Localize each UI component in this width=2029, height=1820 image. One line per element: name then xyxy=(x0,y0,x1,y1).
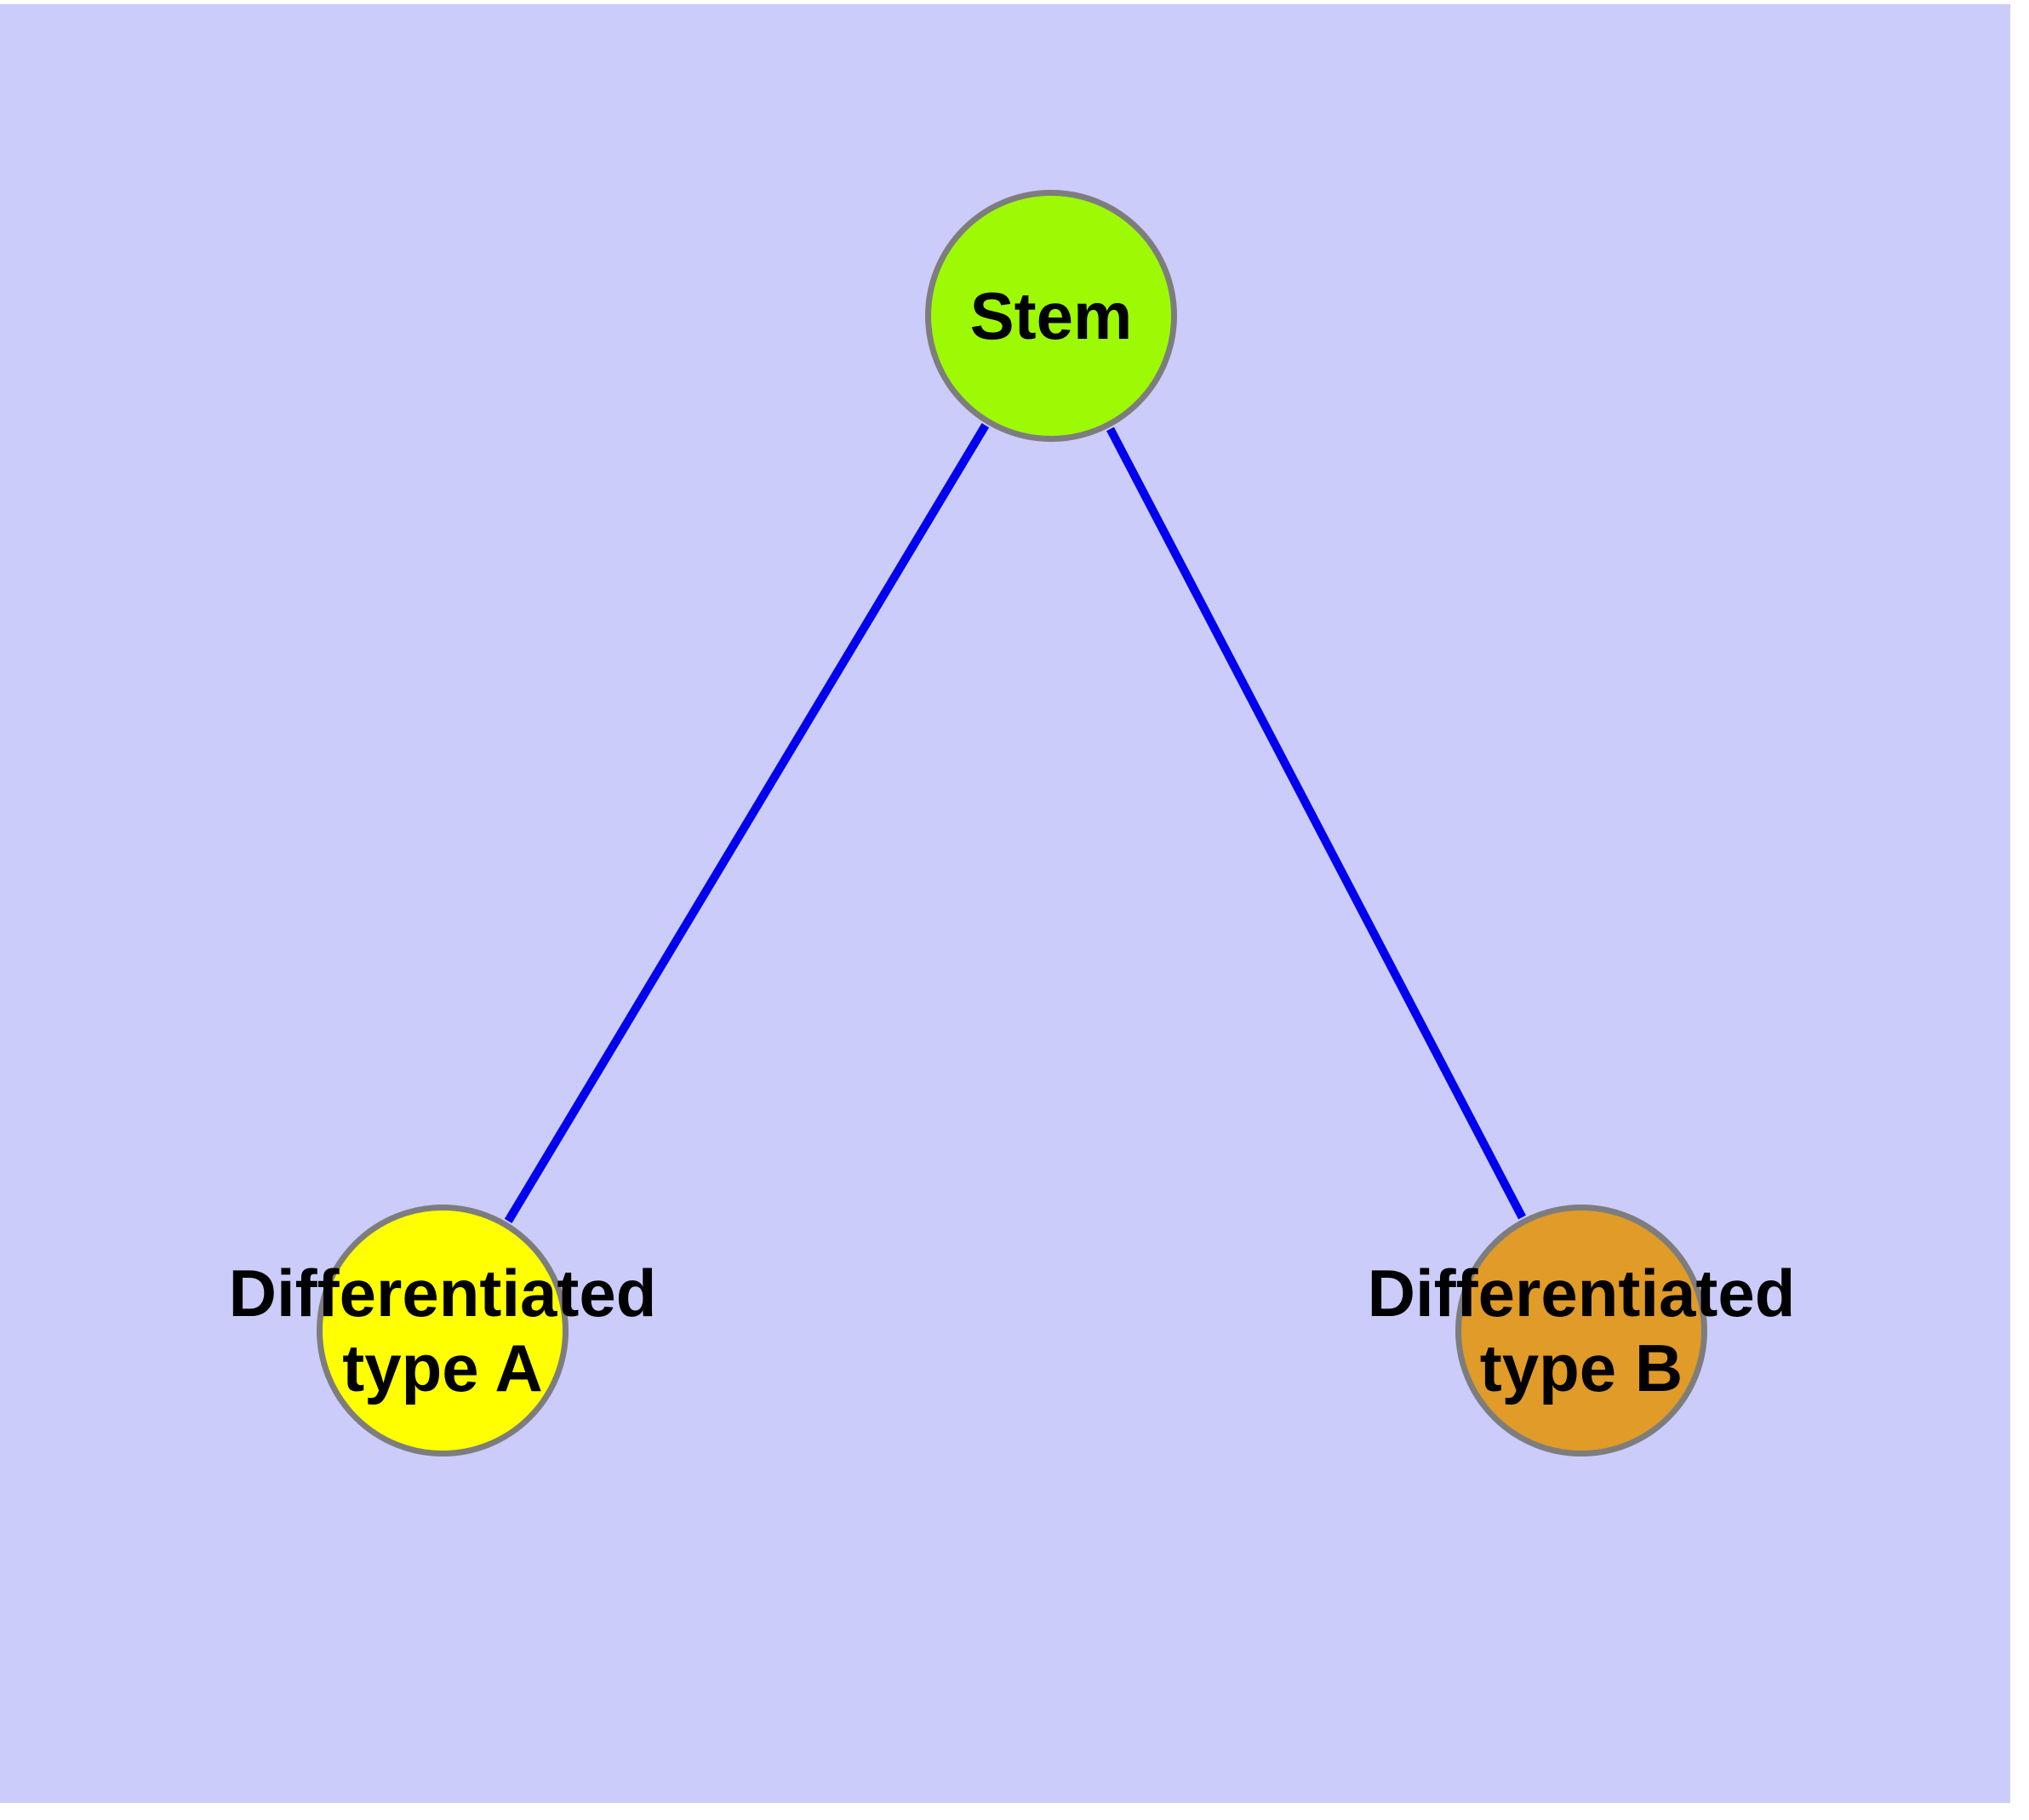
node-stem[interactable]: Stem xyxy=(925,190,1177,442)
node-stem-label: Stem xyxy=(970,278,1133,353)
node-differentiated-type-b-label-line2: type B xyxy=(1479,1331,1683,1405)
node-stem-label-line1: Stem xyxy=(969,278,1133,353)
edge-stem-to-differentiated-type-a[interactable] xyxy=(504,423,990,1223)
edge-stem-to-differentiated-type-b[interactable] xyxy=(1106,426,1526,1220)
edge-layer xyxy=(504,423,1526,1223)
node-differentiated-type-a-label-line2: type A xyxy=(342,1331,543,1405)
